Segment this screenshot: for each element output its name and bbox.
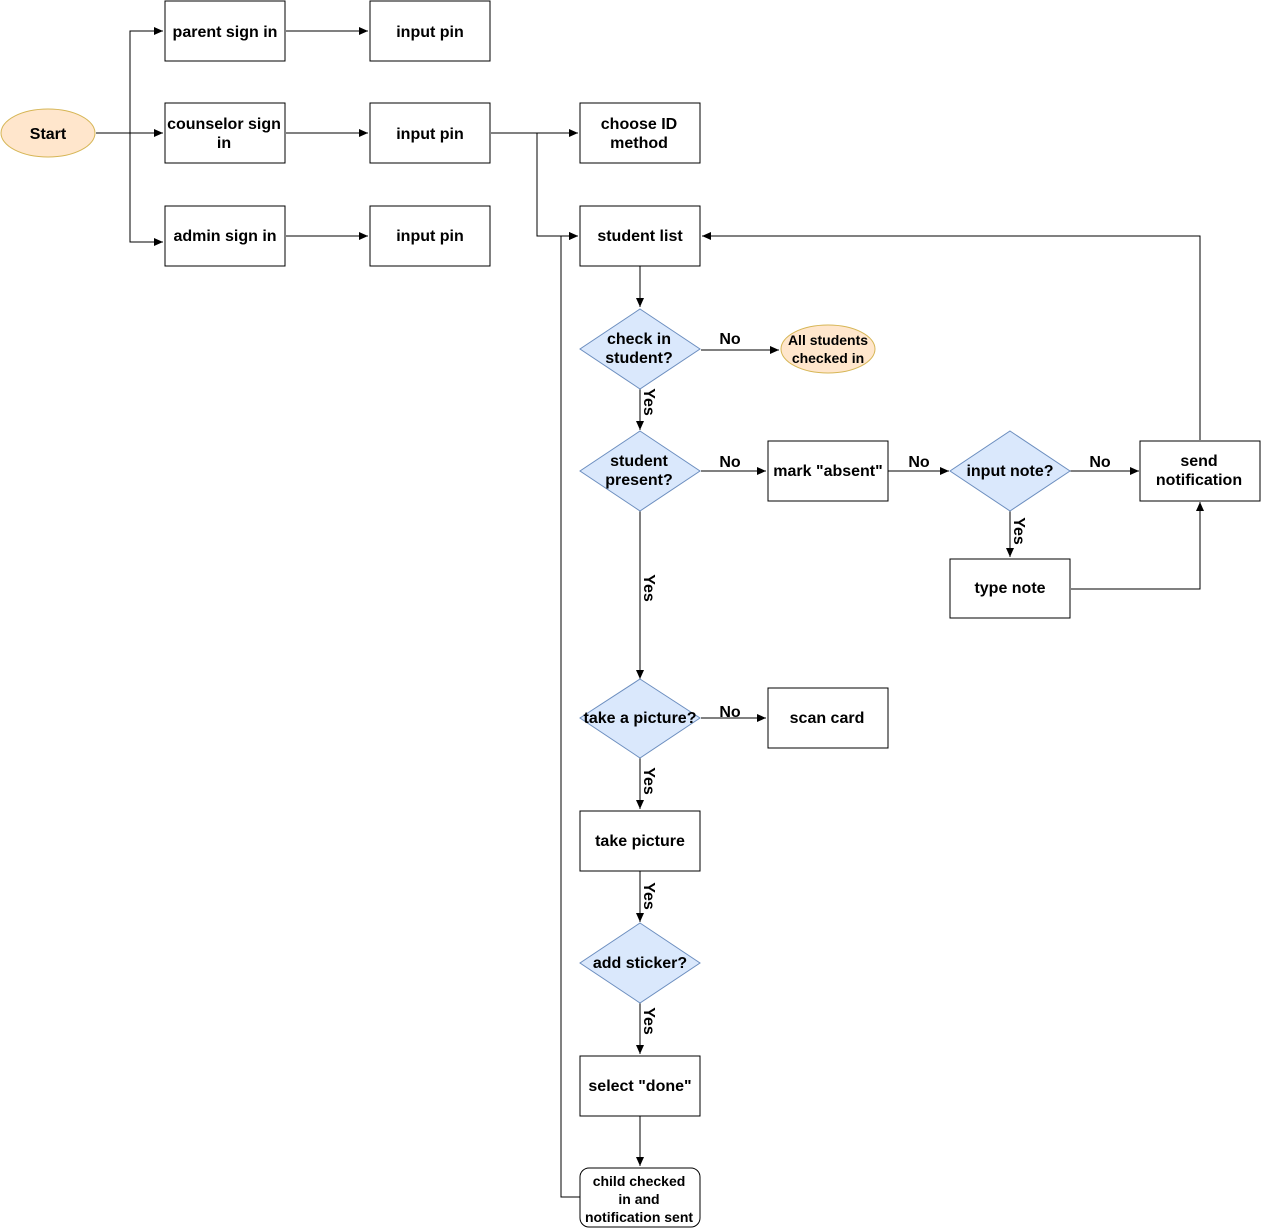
student-present-decision: student present?	[579, 430, 701, 512]
select-done-box: select "done"	[579, 1055, 701, 1117]
start-terminal: Start	[0, 108, 96, 158]
counselor-sign-in-box: counselor sign in	[164, 102, 286, 164]
student-present-label-line-2: present?	[605, 472, 673, 489]
add-sticker-label: add sticker?	[593, 955, 687, 972]
input-pin-admin-label: input pin	[396, 228, 464, 245]
edge-start-to-admin	[129, 133, 163, 246]
input-pin-counselor-label: input pin	[396, 126, 464, 143]
label-picture-no: No	[719, 704, 741, 721]
send-notification-box: send notification	[1139, 440, 1261, 502]
take-a-picture-label: take a picture?	[584, 710, 697, 727]
label-picture-yes: Yes	[640, 767, 657, 795]
child-checked-in-box: child checked in and notification sent	[579, 1167, 701, 1228]
input-note-decision: input note?	[949, 430, 1071, 512]
counselor-sign-in-label-line-2: in	[217, 135, 231, 152]
child-checked-in-label-line-1: child checked	[593, 1173, 686, 1189]
take-picture-box: take picture	[579, 810, 701, 872]
edge-pin-to-student-list	[536, 133, 578, 240]
type-note-label: type note	[974, 580, 1045, 597]
edge-type-note-to-send	[1071, 502, 1204, 590]
parent-sign-in-label: parent sign in	[173, 24, 278, 41]
send-notification-label-line-2: notification	[1156, 472, 1242, 489]
label-take-picture-yes: Yes	[640, 882, 657, 910]
label-check-in-no: No	[719, 331, 741, 348]
label-input-note-no: No	[1089, 454, 1111, 471]
label-present-no: No	[719, 454, 741, 471]
input-pin-admin-box: input pin	[369, 205, 491, 267]
take-a-picture-decision: take a picture?	[579, 678, 701, 759]
all-students-label-line-2: checked in	[792, 350, 864, 366]
check-in-student-label-line-2: student?	[605, 350, 673, 367]
add-sticker-decision: add sticker?	[579, 922, 701, 1004]
check-in-student-decision: check in student?	[579, 308, 701, 390]
check-in-student-label-line-1: check in	[607, 331, 671, 348]
student-list-label: student list	[597, 228, 683, 245]
scan-card-box: scan card	[767, 687, 889, 749]
student-present-label-line-1: student	[610, 453, 668, 470]
child-checked-in-label-line-3: notification sent	[585, 1209, 693, 1225]
admin-sign-in-box: admin sign in	[164, 205, 286, 267]
edges	[96, 27, 1204, 1198]
edge-labels: No Yes No Yes No No Yes No Yes Yes Yes	[640, 331, 1111, 1035]
input-pin-parent-box: input pin	[369, 0, 491, 62]
input-note-label: input note?	[966, 463, 1053, 480]
label-input-note-yes: Yes	[1010, 517, 1027, 545]
label-check-in-yes: Yes	[640, 388, 657, 416]
all-students-checked-in-terminal: All students checked in	[780, 324, 876, 374]
edge-start-to-parent	[129, 27, 163, 133]
choose-id-method-label-line-2: method	[610, 135, 668, 152]
choose-id-method-box: choose ID method	[579, 102, 701, 164]
scan-card-label: scan card	[790, 710, 865, 727]
student-list-box: student list	[579, 205, 701, 267]
child-checked-in-label-line-2: in and	[618, 1191, 659, 1207]
take-picture-label: take picture	[595, 833, 685, 850]
edge-child-to-student-list	[560, 232, 580, 1198]
counselor-sign-in-label-line-1: counselor sign	[167, 116, 281, 133]
select-done-label: select "done"	[588, 1078, 691, 1095]
label-present-yes: Yes	[640, 574, 657, 602]
admin-sign-in-label: admin sign in	[173, 228, 276, 245]
edge-send-to-student-list	[702, 232, 1201, 440]
mark-absent-box: mark "absent"	[767, 440, 889, 502]
input-pin-counselor-box: input pin	[369, 102, 491, 164]
start-label: Start	[30, 126, 67, 143]
input-pin-parent-label: input pin	[396, 24, 464, 41]
label-mark-absent-no: No	[908, 454, 930, 471]
all-students-label-line-1: All students	[788, 332, 868, 348]
parent-sign-in-box: parent sign in	[164, 0, 286, 62]
choose-id-method-label-line-1: choose ID	[601, 116, 677, 133]
type-note-box: type note	[949, 558, 1071, 619]
label-sticker-yes: Yes	[640, 1007, 657, 1035]
send-notification-label-line-1: send	[1180, 453, 1217, 470]
mark-absent-label: mark "absent"	[773, 463, 882, 480]
